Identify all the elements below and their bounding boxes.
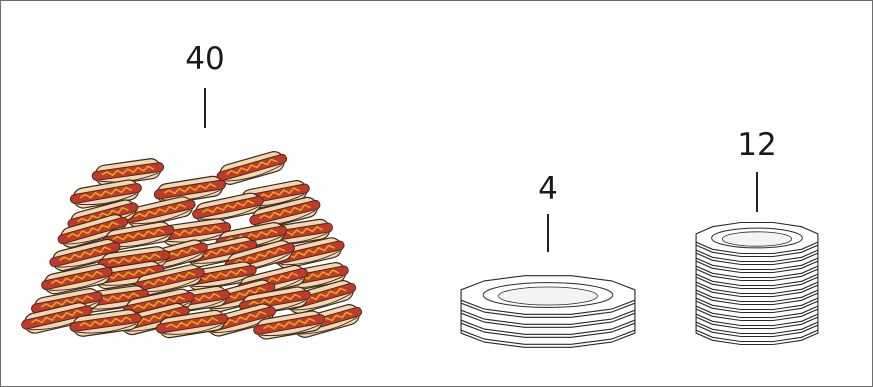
- plate-item: [696, 223, 818, 257]
